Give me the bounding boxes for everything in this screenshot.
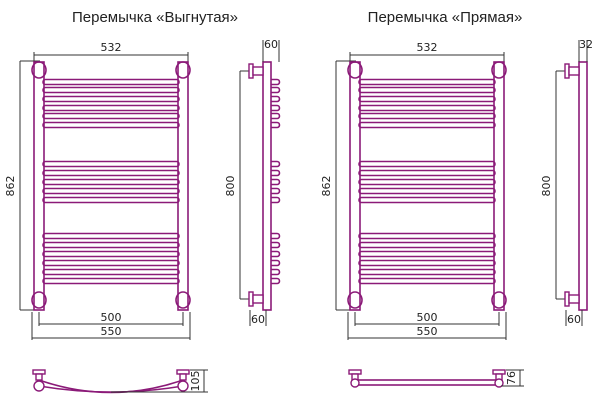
rail-bar xyxy=(42,232,180,240)
top-connector xyxy=(179,373,187,381)
dim-label-side-depth-bottom: 60 xyxy=(567,313,581,326)
rail-bar xyxy=(42,112,180,120)
dim-label-top-width: 532 xyxy=(417,41,438,54)
connector-nut xyxy=(347,291,363,309)
rail-bar xyxy=(358,121,496,129)
title-curved: Перемычка «Выгнутая» xyxy=(72,9,238,26)
dim-label-height: 862 xyxy=(320,176,333,197)
dim-label-center-distance: 500 xyxy=(101,311,122,324)
rail-bar xyxy=(358,95,496,103)
rail-bar xyxy=(42,187,180,195)
dim-label-side-height: 800 xyxy=(540,176,553,197)
side-rail-end xyxy=(271,268,281,276)
side-rail-end xyxy=(271,160,281,168)
side-rail-end xyxy=(271,121,281,129)
side-rail-end xyxy=(271,78,281,86)
side-rail-end xyxy=(271,259,281,267)
rail-bar xyxy=(42,121,180,129)
dim-label-side-depth-top: 32 xyxy=(579,38,593,51)
rail-bar xyxy=(358,196,496,204)
title-straight: Перемычка «Прямая» xyxy=(368,9,523,26)
dim-label-height: 862 xyxy=(4,176,17,197)
dim-label-side-height: 800 xyxy=(224,176,237,197)
rail-bar xyxy=(358,277,496,285)
side-rail-end xyxy=(271,112,281,120)
rail-bar xyxy=(358,250,496,258)
rail-bar xyxy=(42,196,180,204)
dim-label-overall-width: 550 xyxy=(101,325,122,338)
side-rail-end xyxy=(271,187,281,195)
rail-bar xyxy=(42,86,180,94)
side-connector xyxy=(568,66,580,76)
rail-bar xyxy=(42,95,180,103)
dim-label-center-distance: 500 xyxy=(417,311,438,324)
side-connector xyxy=(568,294,580,304)
rail-bar xyxy=(358,104,496,112)
side-rail-end xyxy=(271,104,281,112)
side-upright xyxy=(578,61,588,311)
rail-bar xyxy=(358,259,496,267)
rail-bar xyxy=(42,268,180,276)
dim-label-side-depth-top: 60 xyxy=(264,38,278,51)
top-connector xyxy=(35,373,43,381)
top-joint xyxy=(33,380,45,392)
side-connector xyxy=(252,294,264,304)
rail-bar xyxy=(42,104,180,112)
connector-nut xyxy=(347,61,363,79)
top-joint xyxy=(350,378,360,388)
connector-nut xyxy=(31,61,47,79)
side-rail-end xyxy=(271,178,281,186)
rail-bar xyxy=(42,78,180,86)
dim-label-top-width: 532 xyxy=(101,41,122,54)
rail-bar xyxy=(358,112,496,120)
rail-bar xyxy=(42,277,180,285)
dim-label-overall-width: 550 xyxy=(417,325,438,338)
connector-nut xyxy=(175,291,191,309)
side-rail-end xyxy=(271,169,281,177)
rail-bar xyxy=(42,169,180,177)
side-rail-end xyxy=(271,241,281,249)
rail-bar xyxy=(358,268,496,276)
rail-bar xyxy=(358,86,496,94)
top-joint xyxy=(494,378,504,388)
dim-label-side-depth-bottom: 60 xyxy=(251,313,265,326)
rail-bar xyxy=(42,250,180,258)
rail-bar xyxy=(358,160,496,168)
rail-bar xyxy=(358,169,496,177)
rail-bar xyxy=(358,241,496,249)
dim-label-bottom-depth: 105 xyxy=(189,371,202,392)
rail-bar xyxy=(42,160,180,168)
connector-nut xyxy=(175,61,191,79)
rail-bar xyxy=(42,259,180,267)
dim-label-bottom-depth: 76 xyxy=(505,371,518,385)
side-rail-end xyxy=(271,196,281,204)
side-rail-end xyxy=(271,250,281,258)
side-rail-end xyxy=(271,95,281,103)
rail-bar xyxy=(42,178,180,186)
side-rail-end xyxy=(271,232,281,240)
bottom-straight-bridge xyxy=(356,379,498,386)
rail-bar xyxy=(42,241,180,249)
connector-nut xyxy=(31,291,47,309)
connector-nut xyxy=(491,61,507,79)
rail-bar xyxy=(358,78,496,86)
rail-bar xyxy=(358,178,496,186)
top-joint xyxy=(177,380,189,392)
rail-bar xyxy=(358,232,496,240)
side-upright xyxy=(262,61,272,311)
connector-nut xyxy=(491,291,507,309)
rail-bar xyxy=(358,187,496,195)
side-rail-end xyxy=(271,86,281,94)
side-connector xyxy=(252,66,264,76)
bottom-curved-bridge xyxy=(38,379,184,394)
side-rail-end xyxy=(271,277,281,285)
